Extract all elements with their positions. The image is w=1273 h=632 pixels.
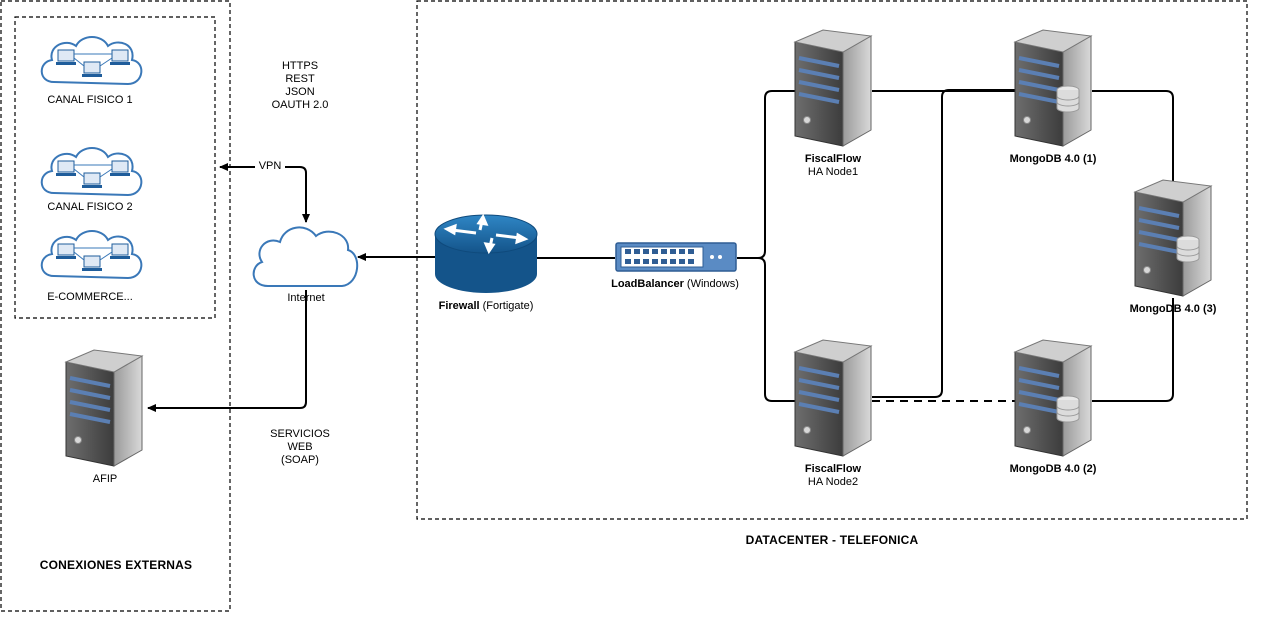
channel-cloud-icon-2 (40, 147, 143, 196)
protocol-oauth: OAUTH 2.0 (271, 99, 329, 111)
node1-detail: HA Node1 (807, 166, 859, 178)
vpn-label: VPN (255, 160, 285, 173)
fiscalflow-node1-server-icon (793, 28, 873, 148)
protocol-https: HTTPS (281, 60, 319, 72)
datacenter-container (416, 0, 1248, 520)
fiscalflow-node2-label: FiscalFlow HA Node2 (783, 463, 883, 489)
mongo3-to-mongo2-connector[interactable] (1092, 298, 1174, 402)
mongodb-2-label: MongoDB 4.0 (2) (993, 463, 1113, 476)
soap-line-1: SERVICIOS (270, 428, 330, 440)
soap-label: SERVICIOS WEB (SOAP) (250, 428, 350, 467)
afip-server-icon (64, 348, 144, 468)
node2-to-mongo1-connector[interactable] (872, 89, 1015, 398)
firewall-detail: (Fortigate) (482, 300, 534, 312)
loadbalancer-switch-icon (615, 242, 737, 272)
firewall-name: Firewall (438, 300, 480, 312)
mongodb-1-name: MongoDB 4.0 (1) (1009, 153, 1097, 165)
node2-detail: HA Node2 (807, 476, 859, 488)
firewall-router-icon (434, 213, 538, 293)
mongodb-3-name: MongoDB 4.0 (3) (1129, 303, 1217, 315)
mongodb-2-name: MongoDB 4.0 (2) (1009, 463, 1097, 475)
mongodb-1-label: MongoDB 4.0 (1) (993, 153, 1113, 166)
internet-label: Internet (287, 292, 325, 304)
protocol-json: JSON (285, 86, 315, 98)
channel-label-3: E-COMMERCE... (47, 291, 133, 303)
mongodb-3-label: MongoDB 4.0 (3) (1113, 303, 1233, 316)
loadbalancer-to-node2-connector[interactable] (737, 257, 795, 402)
fiscalflow-node1-label: FiscalFlow HA Node1 (783, 153, 883, 179)
soap-connector[interactable] (147, 290, 307, 412)
node2-name: FiscalFlow (804, 463, 862, 475)
mongodb-2-server-icon (1013, 338, 1093, 458)
soap-line-2: WEB (287, 441, 313, 453)
afip-label: AFIP (92, 473, 118, 485)
channel-cloud-icon-1 (40, 36, 143, 85)
api-protocols-label: HTTPS REST JSON OAUTH 2.0 (250, 60, 350, 112)
external-connections-container (0, 0, 231, 612)
mongodb-3-server-icon (1133, 178, 1213, 298)
fiscalflow-node2-server-icon (793, 338, 873, 458)
channel-label-2: CANAL FISICO 2 (47, 201, 133, 213)
loadbalancer-detail: (Windows) (686, 278, 739, 290)
soap-line-3: (SOAP) (281, 454, 319, 466)
external-connections-title: CONEXIONES EXTERNAS (39, 558, 193, 572)
channels-group (14, 16, 216, 319)
vpn-to-internet-connector[interactable] (285, 166, 310, 223)
node1-name: FiscalFlow (804, 153, 862, 165)
channel-cloud-icon-3 (40, 230, 143, 279)
internet-cloud-icon (252, 226, 358, 287)
datacenter-title: DATACENTER - TELEFONICA (745, 533, 919, 547)
firewall-label: Firewall (Fortigate) (416, 300, 556, 313)
protocol-rest: REST (285, 73, 315, 85)
mongodb-1-server-icon (1013, 28, 1093, 148)
mongo1-to-mongo3-connector[interactable] (1092, 90, 1174, 185)
loadbalancer-label: LoadBalancer (Windows) (590, 278, 760, 291)
loadbalancer-name: LoadBalancer (611, 278, 684, 290)
channel-label-1: CANAL FISICO 1 (47, 94, 133, 106)
